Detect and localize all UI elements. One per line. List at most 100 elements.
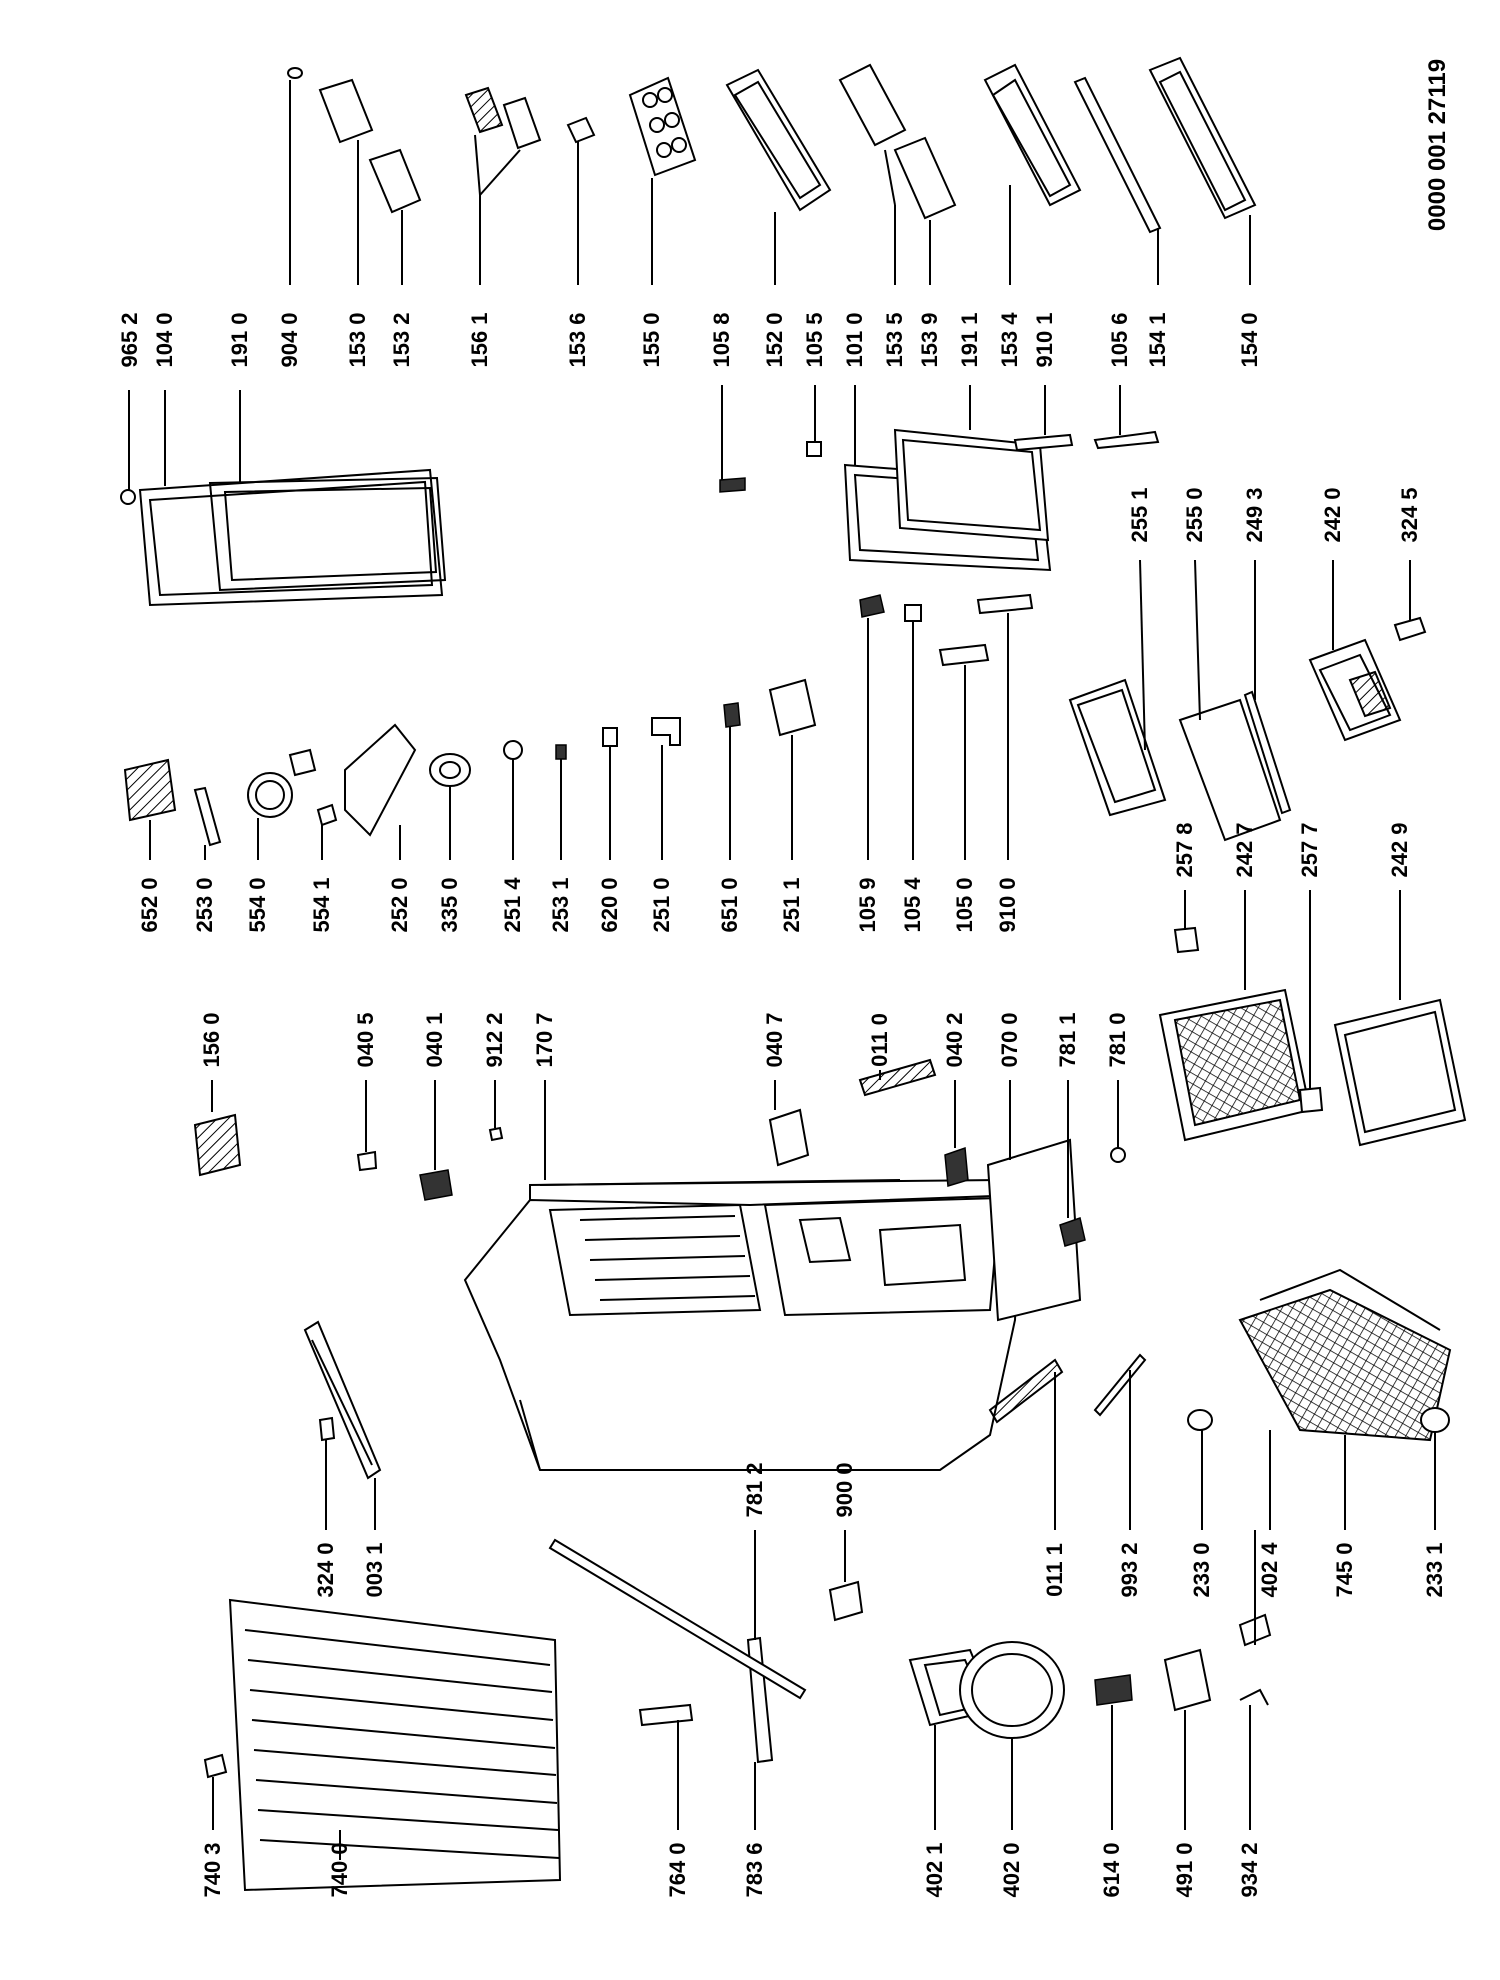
thermostat-parts <box>123 678 817 860</box>
part-label: 153 9 <box>917 312 942 368</box>
part-label: 105 0 <box>952 877 977 933</box>
part-label: 105 9 <box>855 877 880 933</box>
part-label: 153 2 <box>389 312 414 368</box>
fixings-040 <box>356 1080 504 1201</box>
hinge-parts-right <box>719 385 1160 493</box>
part-label: 105 8 <box>709 312 734 368</box>
clip-324-0 <box>318 1416 336 1530</box>
crisper-drawers <box>1158 890 1467 1147</box>
glass-shelf-255-0 <box>1178 559 1292 842</box>
part-label: 740 0 <box>327 1842 352 1898</box>
connectors-105 <box>859 593 1034 860</box>
part-label: 242 7 <box>1232 822 1257 878</box>
door-leader-lines <box>128 390 241 490</box>
part-label: 233 0 <box>1189 1542 1214 1598</box>
part-label: 040 1 <box>422 1012 447 1068</box>
part-label: 335 0 <box>437 877 462 933</box>
part-label: 153 6 <box>565 312 590 368</box>
door-shelf-152 <box>725 68 832 285</box>
part-label: 781 0 <box>1105 1012 1130 1068</box>
part-label: 255 0 <box>1182 487 1207 543</box>
part-label: 070 0 <box>997 1012 1022 1068</box>
part-label: 402 4 <box>1257 1542 1282 1598</box>
part-label: 153 0 <box>345 312 370 368</box>
hinge-cap-904 <box>287 67 303 285</box>
part-label: 764 0 <box>665 1842 690 1898</box>
part-label: 652 0 <box>137 877 162 933</box>
egg-tray-155 <box>628 76 697 285</box>
part-label: 491 0 <box>1172 1842 1197 1898</box>
door-shelf-153-4 <box>983 63 1082 285</box>
part-label: 153 5 <box>882 312 907 368</box>
strip-154-1 <box>1073 76 1162 285</box>
part-label: 242 0 <box>1320 487 1345 543</box>
part-label: 910 0 <box>995 877 1020 933</box>
part-label: 965 2 <box>117 312 142 368</box>
part-label: 152 0 <box>762 312 787 368</box>
part-label: 191 0 <box>227 312 252 368</box>
part-label: 233 1 <box>1422 1542 1447 1598</box>
part-label: 040 5 <box>353 1012 378 1068</box>
part-label: 003 1 <box>362 1542 387 1598</box>
part-label: 910 1 <box>1032 312 1057 368</box>
part-label: 105 6 <box>1107 312 1132 368</box>
part-label: 251 0 <box>649 877 674 933</box>
part-label: 105 4 <box>900 877 925 933</box>
part-label: 740 3 <box>200 1842 225 1898</box>
compressor-402 <box>908 1641 1065 1830</box>
part-label: 154 0 <box>1237 312 1262 368</box>
part-label: 040 2 <box>942 1012 967 1068</box>
part-label: 011 0 <box>867 1013 892 1067</box>
rails-011-1-993-2 <box>988 1353 1147 1530</box>
part-label: 249 3 <box>1242 487 1267 543</box>
part-label: 252 0 <box>387 877 412 933</box>
part-label: 402 0 <box>999 1842 1024 1898</box>
part-label: 191 1 <box>957 312 982 368</box>
glass-shelf-255-1 <box>1068 559 1167 817</box>
part-label: 153 4 <box>997 312 1022 368</box>
lower-door <box>843 385 1052 572</box>
part-label: 904 0 <box>277 312 302 368</box>
ice-tray-156-0 <box>193 1080 242 1177</box>
part-label: 155 0 <box>639 312 664 368</box>
part-label: 402 1 <box>922 1842 947 1898</box>
part-label: 011 1 <box>1042 1543 1067 1597</box>
part-label: 620 0 <box>597 877 622 933</box>
clip-153-6 <box>566 116 596 285</box>
condenser-740-0 <box>203 1598 562 1892</box>
cabinet-body <box>463 1178 1022 1471</box>
part-label: 154 1 <box>1145 312 1170 368</box>
part-label: 993 2 <box>1117 1542 1142 1598</box>
part-label: 900 0 <box>832 1462 857 1518</box>
part-label: 255 1 <box>1127 487 1152 543</box>
part-label: 554 1 <box>309 877 334 933</box>
part-label: 257 7 <box>1297 822 1322 878</box>
clip-324-5 <box>1393 560 1427 642</box>
part-label: 912 2 <box>482 1012 507 1068</box>
upper-door <box>120 468 447 607</box>
part-label: 156 1 <box>467 312 492 368</box>
parts-right-of-cabinet <box>768 1058 1126 1322</box>
butter-lid-156-1 <box>464 86 542 285</box>
bracket-003-1 <box>303 1320 382 1530</box>
part-label: 781 1 <box>1055 1012 1080 1068</box>
document-code: 0000 001 27119 <box>1424 58 1451 232</box>
part-label: 651 0 <box>717 877 742 933</box>
part-label: 934 2 <box>1237 1842 1262 1898</box>
door-shelf-154 <box>1148 56 1257 285</box>
part-label: 554 0 <box>245 877 270 933</box>
part-label: 324 0 <box>313 1542 338 1598</box>
part-label: 170 7 <box>532 1012 557 1068</box>
part-label: 105 5 <box>802 312 827 368</box>
part-label: 783 6 <box>742 1842 767 1898</box>
pipe-781-2 <box>548 1530 807 1700</box>
part-label: 242 9 <box>1387 822 1412 878</box>
part-label: 253 1 <box>548 877 573 933</box>
bracket-900-0 <box>828 1530 864 1622</box>
part-label: 156 0 <box>199 1012 224 1068</box>
part-label: 040 7 <box>762 1012 787 1068</box>
part-label: 257 8 <box>1172 822 1197 878</box>
part-label: 614 0 <box>1099 1842 1124 1898</box>
